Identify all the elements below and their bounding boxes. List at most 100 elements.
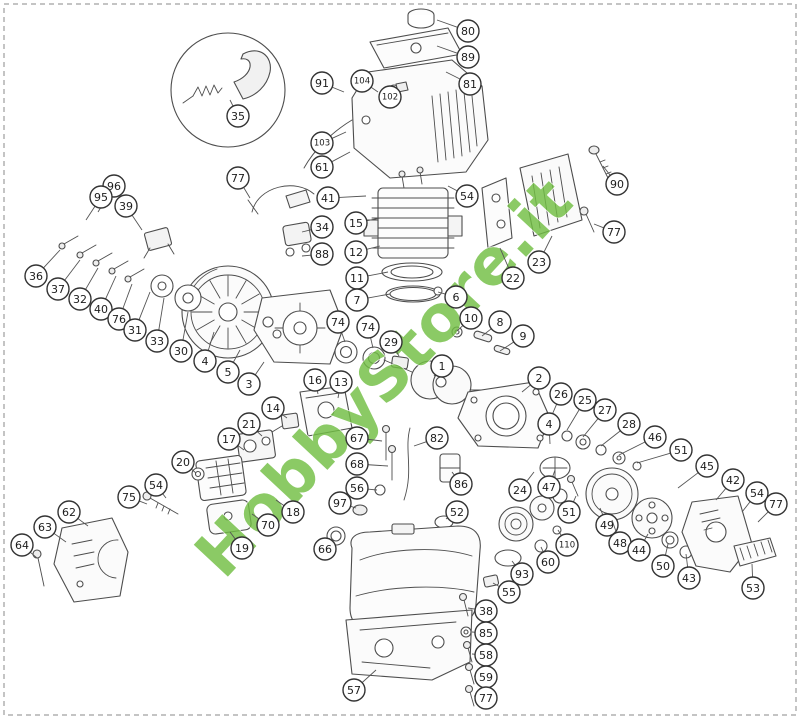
svg-text:9: 9 <box>520 330 527 343</box>
svg-text:50: 50 <box>656 560 670 573</box>
svg-text:75: 75 <box>122 491 136 504</box>
svg-text:39: 39 <box>119 200 133 213</box>
svg-text:27: 27 <box>598 404 612 417</box>
callout-9: 9 <box>499 324 535 352</box>
svg-text:47: 47 <box>542 481 556 494</box>
callout-26: 26 <box>548 382 573 423</box>
svg-text:26: 26 <box>554 388 568 401</box>
callout-77: 77 <box>226 166 251 199</box>
callout-74: 74 <box>326 310 350 343</box>
svg-text:1: 1 <box>439 360 446 373</box>
callout-14: 14 <box>261 396 288 420</box>
callout-29: 29 <box>379 330 403 357</box>
crankcase-drawing <box>458 382 550 448</box>
callout-66: 66 <box>313 537 337 561</box>
callout-60: 60 <box>536 546 560 574</box>
callout-104: 104 <box>350 69 379 93</box>
callout-4: 4 <box>193 331 217 373</box>
svg-text:77: 77 <box>231 172 245 185</box>
callout-47: 47 <box>537 469 561 499</box>
svg-text:21: 21 <box>242 418 256 431</box>
svg-text:22: 22 <box>506 272 520 285</box>
callout-70: 70 <box>251 513 280 537</box>
callout-63: 63 <box>33 515 67 543</box>
callout-5: 5 <box>216 349 241 384</box>
svg-text:90: 90 <box>610 178 624 191</box>
svg-text:93: 93 <box>515 568 529 581</box>
svg-text:3: 3 <box>246 378 253 391</box>
svg-text:74: 74 <box>331 316 345 329</box>
starter-housing-drawing <box>254 290 344 364</box>
callout-85: 85 <box>471 621 498 645</box>
callout-77: 77 <box>757 492 788 523</box>
svg-text:70: 70 <box>261 519 275 532</box>
svg-text:81: 81 <box>463 78 477 91</box>
callout-93: 93 <box>510 560 534 586</box>
svg-text:80: 80 <box>461 25 475 38</box>
svg-text:77: 77 <box>769 498 783 511</box>
throttle-cable-drawing <box>247 186 314 215</box>
callout-90: 90 <box>602 165 629 196</box>
svg-text:2: 2 <box>536 372 543 385</box>
svg-text:44: 44 <box>632 544 646 557</box>
carburetor-drawing <box>195 386 352 535</box>
ignition-module-drawing <box>282 222 311 256</box>
svg-text:23: 23 <box>532 256 546 269</box>
svg-text:32: 32 <box>73 293 87 306</box>
callout-49: 49 <box>595 507 619 537</box>
svg-text:5: 5 <box>225 366 232 379</box>
callout-12: 12 <box>344 240 381 264</box>
svg-text:61: 61 <box>315 161 329 174</box>
callout-77: 77 <box>593 220 626 244</box>
svg-text:54: 54 <box>750 487 764 500</box>
cylinder-gasket-drawing <box>382 263 511 355</box>
callout-88: 88 <box>301 242 334 266</box>
svg-text:58: 58 <box>479 649 493 662</box>
callout-32: 32 <box>68 267 99 311</box>
tank-guard-drawing <box>346 575 499 707</box>
callout-25: 25 <box>566 388 597 431</box>
svg-text:19: 19 <box>235 542 249 555</box>
callout-31: 31 <box>123 291 151 342</box>
callout-35: 35 <box>226 99 250 128</box>
svg-text:51: 51 <box>674 444 688 457</box>
clutch-cover-drawing <box>682 496 752 572</box>
svg-text:16: 16 <box>308 374 322 387</box>
svg-text:6: 6 <box>453 291 460 304</box>
svg-text:45: 45 <box>700 460 714 473</box>
callout-45: 45 <box>677 454 719 489</box>
svg-text:53: 53 <box>746 582 760 595</box>
svg-text:54: 54 <box>149 479 163 492</box>
svg-text:54: 54 <box>460 190 474 203</box>
callout-42: 42 <box>715 468 745 501</box>
svg-text:96: 96 <box>107 180 121 193</box>
svg-text:36: 36 <box>29 270 43 283</box>
callout-95: 95 <box>85 185 113 221</box>
callout-1: 1 <box>430 354 454 378</box>
callout-4: 4 <box>537 412 561 445</box>
svg-text:68: 68 <box>350 458 364 471</box>
callout-75: 75 <box>117 485 148 509</box>
callout-7: 7 <box>345 288 391 312</box>
callout-6: 6 <box>437 285 468 309</box>
callout-74: 74 <box>356 315 380 349</box>
callout-52: 52 <box>445 500 469 524</box>
svg-text:20: 20 <box>176 456 190 469</box>
svg-text:35: 35 <box>231 110 245 123</box>
svg-text:64: 64 <box>15 539 29 552</box>
svg-text:76: 76 <box>112 313 126 326</box>
svg-text:43: 43 <box>682 572 696 585</box>
svg-text:18: 18 <box>286 506 300 519</box>
callout-30: 30 <box>169 311 193 363</box>
svg-text:102: 102 <box>382 93 398 103</box>
callout-103: 103 <box>310 131 347 155</box>
callout-59: 59 <box>473 665 498 689</box>
callout-43: 43 <box>677 553 701 590</box>
svg-text:38: 38 <box>479 605 493 618</box>
callout-61: 61 <box>310 151 351 179</box>
callout-91: 91 <box>310 71 345 95</box>
svg-text:62: 62 <box>62 506 76 519</box>
svg-text:41: 41 <box>321 192 335 205</box>
